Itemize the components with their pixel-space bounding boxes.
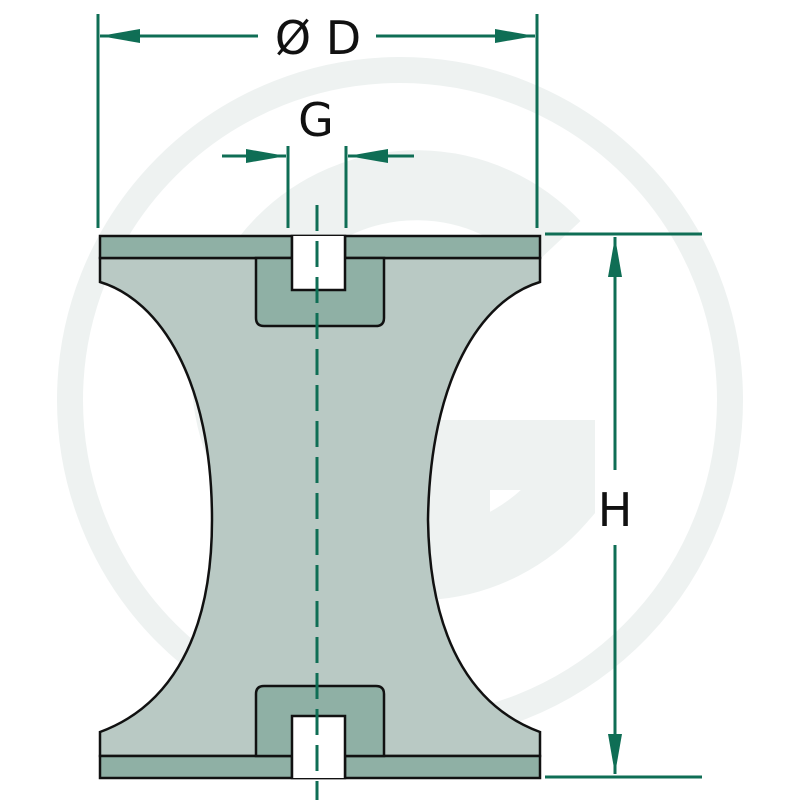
buffer-body	[98, 234, 542, 780]
height-dimension: H	[545, 232, 702, 779]
thread-dimension: G	[222, 93, 414, 228]
thread-label: G	[298, 93, 334, 147]
height-label: H	[598, 483, 633, 537]
diameter-dimension: Ø D	[96, 11, 539, 228]
diameter-label: Ø D	[275, 11, 361, 65]
